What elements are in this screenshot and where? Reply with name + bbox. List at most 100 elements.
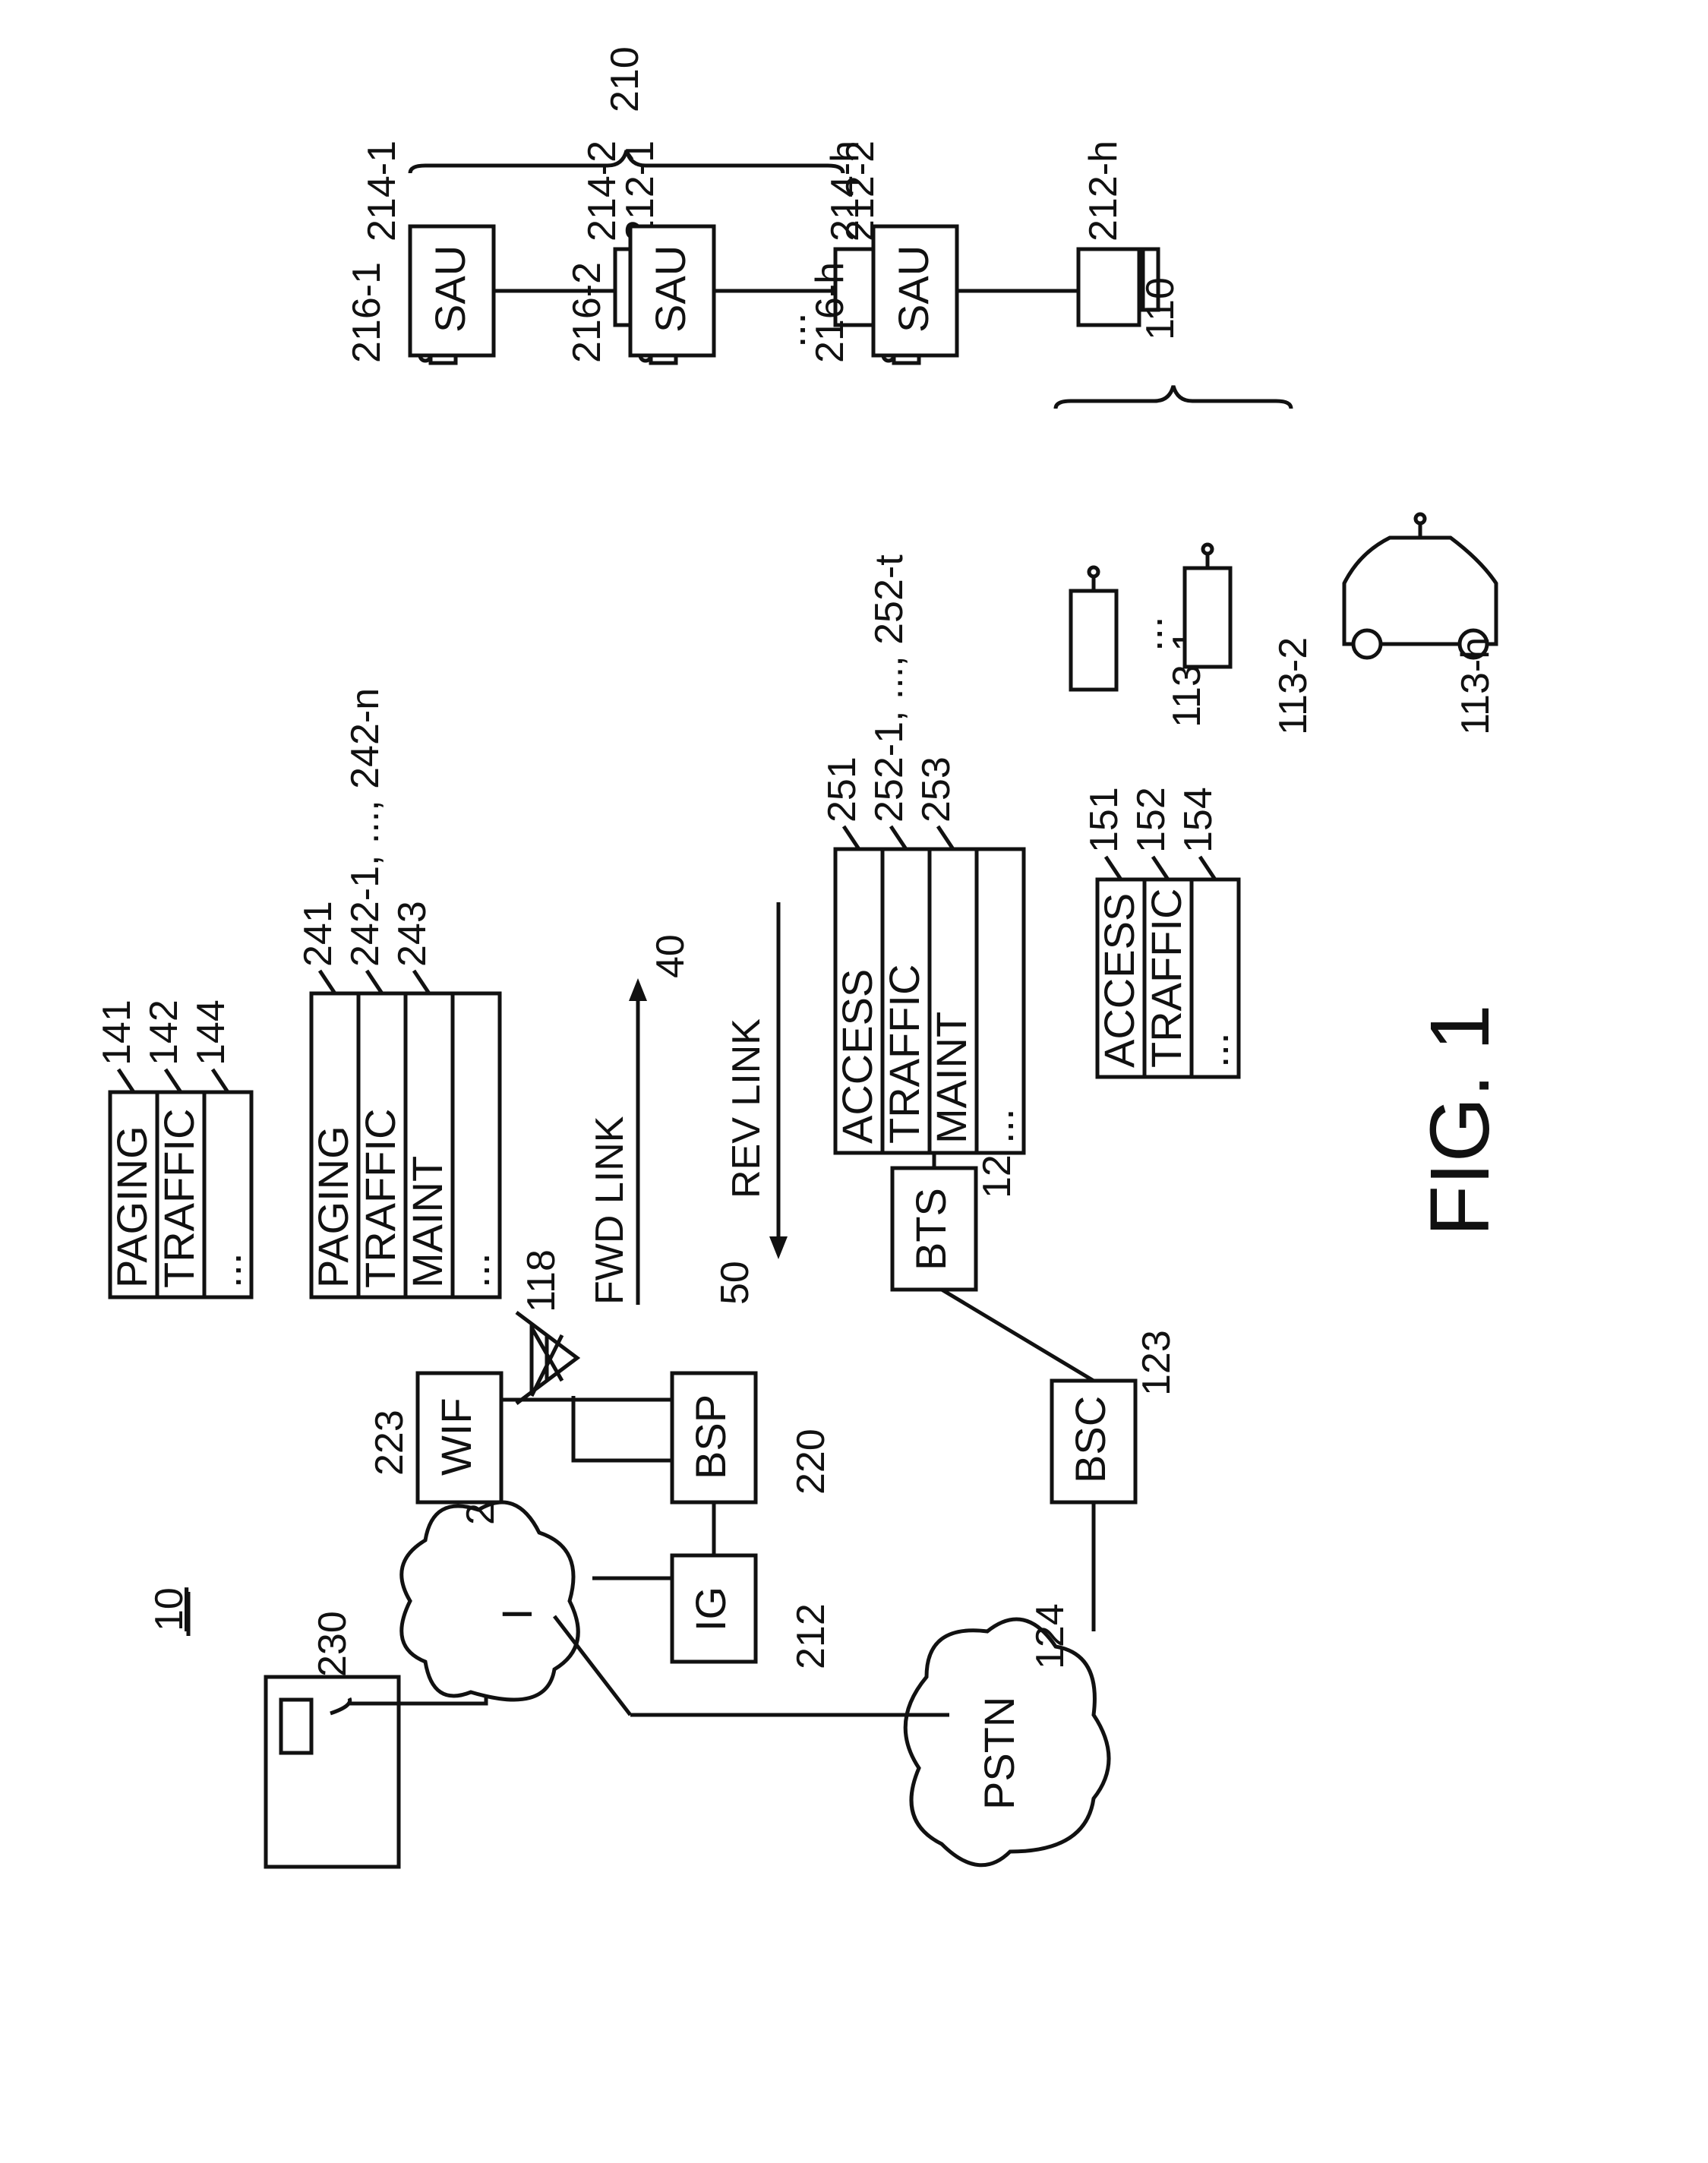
channel-group-241: PAGINGTRAFFICMAINT... 241242-1, ..., 242-…	[296, 688, 500, 1297]
channel-cell	[977, 849, 1024, 1153]
mobile-2-body	[1185, 568, 1230, 667]
bsp-ref: 220	[789, 1429, 833, 1495]
pstn-internet-line	[554, 1616, 630, 1715]
sau-ref: 214-2	[580, 141, 624, 242]
channel-cell-label: ...	[202, 1252, 250, 1288]
sau-antenna-ref: 216-h	[808, 262, 852, 363]
pc-monitor-icon	[1078, 249, 1139, 325]
bts-node: BTS 120	[892, 1132, 1019, 1290]
channel-ref-leader	[320, 971, 335, 993]
sau-label: SAU	[426, 245, 474, 333]
channel-ref-leader	[367, 971, 382, 993]
channel-cell-label: ...	[450, 1252, 498, 1288]
system-ref-label: 10	[147, 1587, 191, 1631]
channel-ref: 242-1, ..., 242-n	[343, 688, 387, 967]
rotated-figure: 10 230 I 224 IG 212 BSP 220	[95, 46, 1507, 1867]
car-ref: 113-h	[1454, 637, 1498, 735]
sau-ellipsis: ...	[766, 312, 814, 348]
internet-cloud-shape	[402, 1502, 579, 1700]
tower-upper-feed	[573, 1396, 672, 1460]
channel-groups: PAGINGTRAFFIC...141142144PAGINGTRAFFICMA…	[95, 554, 1239, 1297]
channel-ref: 251	[820, 756, 864, 823]
channel-ref-leader	[1200, 857, 1215, 879]
sau-label: SAU	[889, 245, 937, 333]
bts-label: BTS	[907, 1188, 955, 1271]
rev-link-ref: 50	[713, 1261, 757, 1305]
channel-group-151: ACCESSTRAFFIC...151152154	[1082, 787, 1239, 1077]
brace-210: 210	[410, 46, 843, 173]
pstn-ref: 124	[1028, 1603, 1072, 1669]
bts-bsc-line	[942, 1290, 1094, 1381]
channel-ref: 152	[1129, 787, 1173, 853]
channel-ref-leader	[213, 1069, 228, 1092]
sau-groups: 216-1SAU214-1212-1216-2SAU214-2212-2216-…	[345, 141, 1158, 363]
channel-cell-label: PAGING	[309, 1126, 357, 1288]
car-wheel-1	[1353, 630, 1381, 658]
channel-cell-label: MAINT	[927, 1012, 975, 1144]
car-antenna-tip	[1416, 514, 1425, 523]
channel-cell-label: ...	[1189, 1032, 1237, 1068]
server-slot	[281, 1700, 311, 1753]
channel-ref-leader	[1153, 857, 1168, 879]
brace-210-ref: 210	[603, 46, 647, 112]
channel-cell-label: MAINT	[403, 1156, 451, 1288]
tower-upper-icon	[516, 1312, 577, 1404]
channel-ref: 142	[142, 999, 186, 1066]
fwd-link-ref: 40	[649, 934, 693, 978]
bsp-node: BSP 220	[672, 1373, 833, 1502]
ig-node: IG 212	[672, 1555, 833, 1669]
wif-node: WIF 223	[368, 1373, 501, 1502]
server-ref: 230	[311, 1611, 355, 1677]
mobile-2-antenna-tip	[1203, 545, 1212, 554]
channel-ref-leader	[1106, 857, 1121, 879]
channel-ref-leader	[166, 1069, 181, 1092]
wif-ref: 223	[368, 1410, 412, 1476]
sau-antenna-ref: 216-2	[565, 262, 609, 363]
channel-cell-label: TRAFFIC	[356, 1109, 404, 1288]
channel-group-141: PAGINGTRAFFIC... 141142144	[95, 999, 251, 1297]
channel-cell-label: TRAFFIC	[155, 1109, 203, 1288]
channel-ref: 243	[390, 901, 434, 967]
channel-ref: 241	[296, 901, 340, 967]
channel-ref-leader	[938, 826, 953, 849]
tower-upper-ref: 118	[519, 1249, 564, 1312]
channel-cell-label: ...	[974, 1108, 1022, 1144]
car-body	[1344, 538, 1496, 644]
internet-label: I	[493, 1608, 541, 1620]
bsc-node: BSC 123	[1052, 1330, 1179, 1502]
channel-ref: 253	[914, 756, 958, 823]
figure-caption: FIG. 1	[1413, 1004, 1507, 1236]
sau-antenna-ref: 216-1	[345, 262, 389, 363]
channel-cell-label: TRAFFIC	[880, 965, 928, 1144]
channel-ref-leader	[414, 971, 429, 993]
mobile-2-ref: 113-2	[1271, 637, 1315, 735]
channel-ref: 141	[95, 999, 139, 1066]
channel-group-251: ACCESSTRAFFICMAINT...251252-1, ..., 252-…	[820, 554, 1024, 1153]
mobile-ellipsis: ...	[1123, 616, 1171, 652]
channel-cell-label: PAGING	[108, 1126, 156, 1288]
bsc-ref: 123	[1135, 1330, 1179, 1396]
sau-ref: 214-h	[823, 141, 867, 242]
pstn-cloud: PSTN 124	[905, 1603, 1109, 1865]
mobile-1-antenna-tip	[1089, 567, 1098, 576]
rev-link: REV LINK 50	[713, 902, 788, 1305]
server-node: 230	[266, 1611, 399, 1867]
brace-110-ref: 110	[1138, 277, 1182, 340]
channel-cell	[453, 993, 500, 1297]
rev-link-arrowhead	[769, 1236, 788, 1259]
rev-link-label: REV LINK	[725, 1018, 769, 1198]
channel-ref: 144	[189, 999, 233, 1066]
bsp-label: BSP	[687, 1394, 734, 1479]
brace-110-shape	[1056, 386, 1291, 409]
channel-ref: 151	[1082, 787, 1126, 853]
pc-ref: 212-h	[1081, 141, 1126, 242]
sau-label: SAU	[646, 245, 694, 333]
wif-label: WIF	[432, 1397, 480, 1476]
channel-ref-leader	[844, 826, 859, 849]
channel-cell-label: ACCESS	[833, 969, 881, 1144]
channel-ref: 154	[1176, 787, 1220, 853]
ig-ref: 212	[789, 1603, 833, 1669]
fwd-link-arrowhead	[629, 978, 647, 1001]
